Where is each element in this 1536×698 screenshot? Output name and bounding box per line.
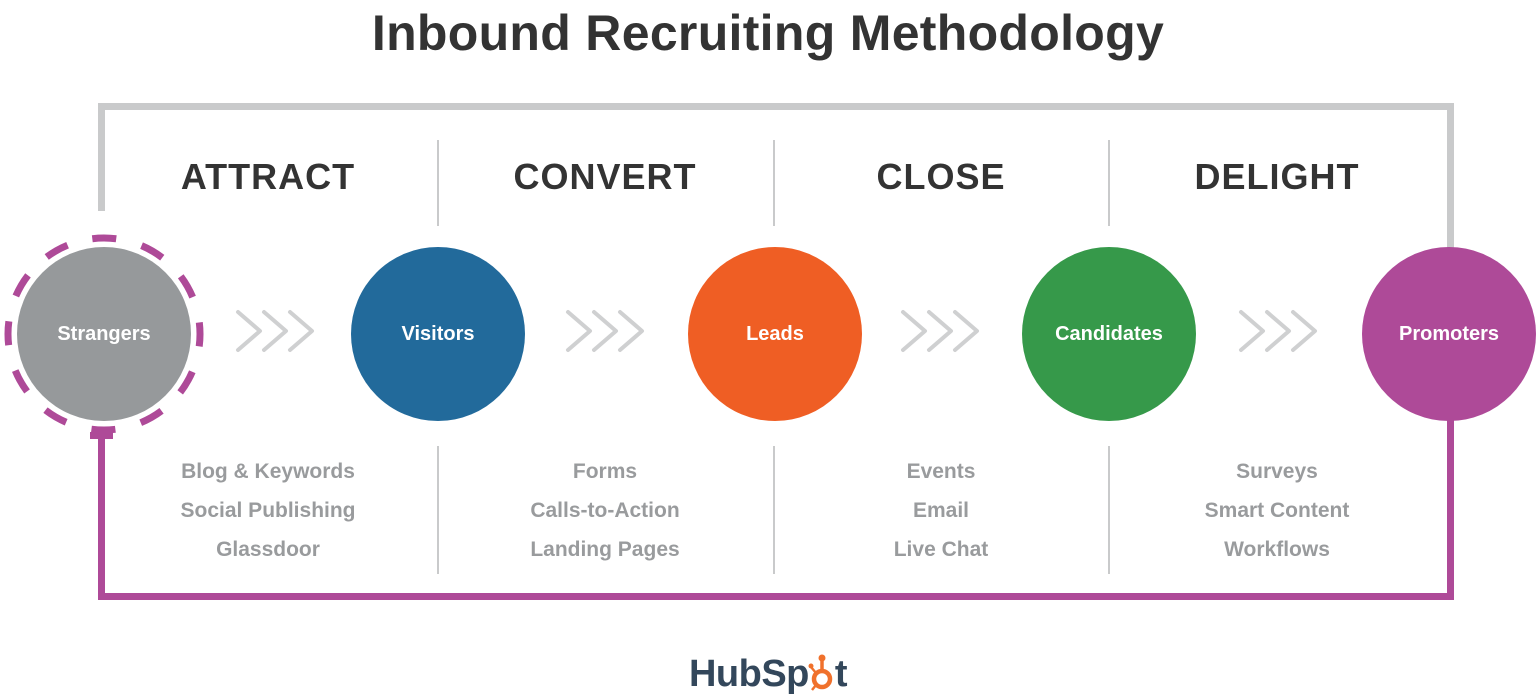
chevron-triple-right-icon — [236, 310, 314, 352]
cycle-frame-left-purple — [98, 432, 105, 600]
node-strangers: Strangers — [17, 247, 191, 421]
stage-close: CLOSE — [876, 156, 1006, 197]
cycle-frame-left-gray — [98, 103, 105, 211]
logo-text-pre: HubSp — [688, 653, 809, 695]
tool-item: Forms — [572, 460, 638, 483]
tool-item: Surveys — [1236, 460, 1318, 483]
stage-divider — [437, 140, 439, 226]
stage-delight: DELIGHT — [1194, 156, 1360, 197]
tool-item: Live Chat — [893, 538, 989, 561]
tools-attract: Blog & Keywords Social Publishing Glassd… — [100, 452, 436, 569]
tool-item: Landing Pages — [530, 538, 680, 561]
cycle-frame-tick — [90, 432, 113, 439]
cycle-frame-top — [98, 103, 1454, 110]
node-label: Candidates — [1055, 322, 1163, 345]
node-candidates: Candidates — [1022, 247, 1196, 421]
tool-item: Blog & Keywords — [181, 460, 355, 483]
tool-item: Smart Content — [1204, 499, 1350, 522]
node-label: Visitors — [401, 322, 475, 345]
hubspot-logo: HubSp t — [0, 652, 1536, 696]
node-visitors: Visitors — [351, 247, 525, 421]
chevron-triple-right-icon — [566, 310, 644, 352]
tool-item: Workflows — [1224, 538, 1330, 561]
tool-item: Social Publishing — [180, 499, 356, 522]
stage-convert: CONVERT — [513, 156, 697, 197]
stage-divider — [773, 140, 775, 226]
page-title: Inbound Recruiting Methodology — [371, 5, 1165, 61]
tools-divider — [1108, 446, 1110, 574]
tool-item: Email — [912, 499, 970, 522]
chevron-triple-right-icon — [901, 310, 979, 352]
sprocket-icon — [808, 654, 833, 691]
tools-divider — [773, 446, 775, 574]
chevron-triple-right-icon — [1239, 310, 1317, 352]
tools-convert: Forms Calls-to-Action Landing Pages — [437, 452, 773, 569]
cycle-frame-right-purple — [1447, 415, 1454, 600]
tools-divider — [437, 446, 439, 574]
tools-close: Events Email Live Chat — [773, 452, 1109, 569]
stage-attract: ATTRACT — [180, 156, 356, 197]
tool-item: Glassdoor — [216, 538, 320, 561]
node-label: Promoters — [1398, 322, 1500, 345]
logo-text-post: t — [834, 653, 848, 695]
tool-item: Calls-to-Action — [530, 499, 680, 522]
stage-divider — [1108, 140, 1110, 226]
node-label: Leads — [746, 322, 804, 345]
node-leads: Leads — [688, 247, 862, 421]
cycle-frame-right-gray — [1447, 103, 1454, 253]
tools-delight: Surveys Smart Content Workflows — [1109, 452, 1445, 569]
dashed-ring-icon — [4, 234, 204, 434]
node-promoters: Promoters — [1362, 247, 1536, 421]
node-label: Strangers — [57, 322, 151, 345]
tool-item: Events — [906, 460, 976, 483]
cycle-frame-bottom — [98, 593, 1454, 600]
